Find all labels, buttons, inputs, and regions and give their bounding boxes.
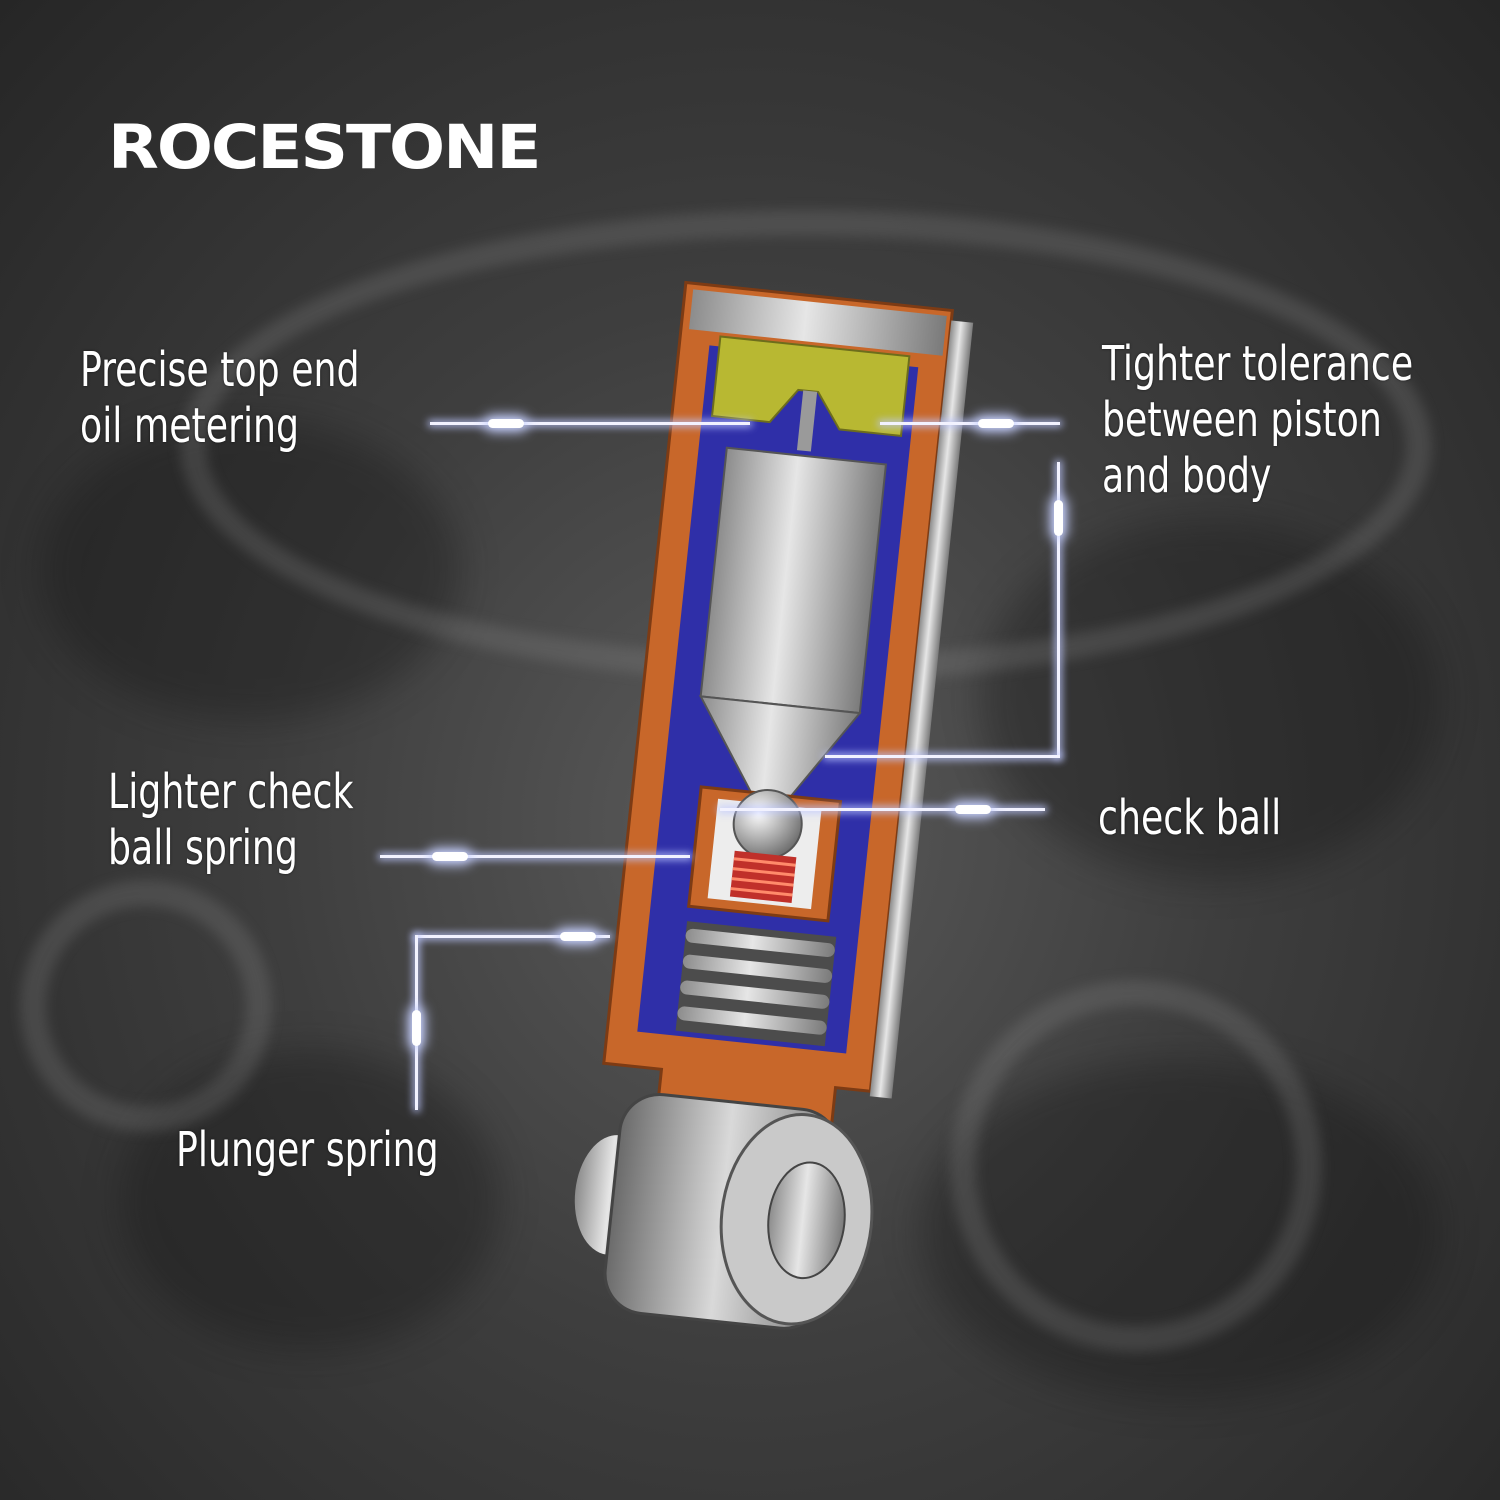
leader-check-ball [720, 808, 1045, 811]
roller-hub [767, 1161, 846, 1280]
leader-node [560, 932, 596, 941]
label-text: check ball [1098, 790, 1282, 846]
label-check-ball: check ball [1098, 790, 1281, 846]
leader-tolerance-top [880, 422, 1060, 425]
leader-node [1054, 500, 1063, 536]
pushrod-stem [796, 390, 818, 452]
label-tolerance: Tighter tolerance between piston and bod… [1102, 336, 1413, 504]
plunger-piston [699, 446, 888, 715]
label-check-spring: Lighter check ball spring [108, 764, 353, 876]
brand-logo: ROCESTONE [108, 112, 541, 183]
label-text: Plunger spring [176, 1122, 439, 1178]
leader-tolerance-vertical [1057, 462, 1060, 758]
label-text: Precise top end oil metering [80, 342, 360, 454]
leader-top-metering [430, 422, 750, 425]
label-text: Tighter tolerance between piston and bod… [1102, 336, 1414, 504]
check-ball-spring [729, 850, 797, 904]
leader-node [978, 419, 1014, 428]
leader-plunger-top [415, 935, 610, 938]
body-outer-edge [869, 320, 974, 1099]
leader-node [488, 419, 524, 428]
leader-node [432, 852, 468, 861]
leader-node [955, 805, 991, 814]
label-plunger-spring: Plunger spring [176, 1122, 439, 1178]
metering-seat [710, 335, 911, 437]
plunger-spring [675, 921, 837, 1047]
leader-tolerance-bottom [825, 755, 1060, 758]
leader-check-spring [380, 855, 690, 858]
leader-node [412, 1010, 421, 1046]
top-cap [688, 289, 947, 356]
label-text: Lighter check ball spring [108, 764, 354, 876]
label-top-metering: Precise top end oil metering [80, 342, 360, 454]
